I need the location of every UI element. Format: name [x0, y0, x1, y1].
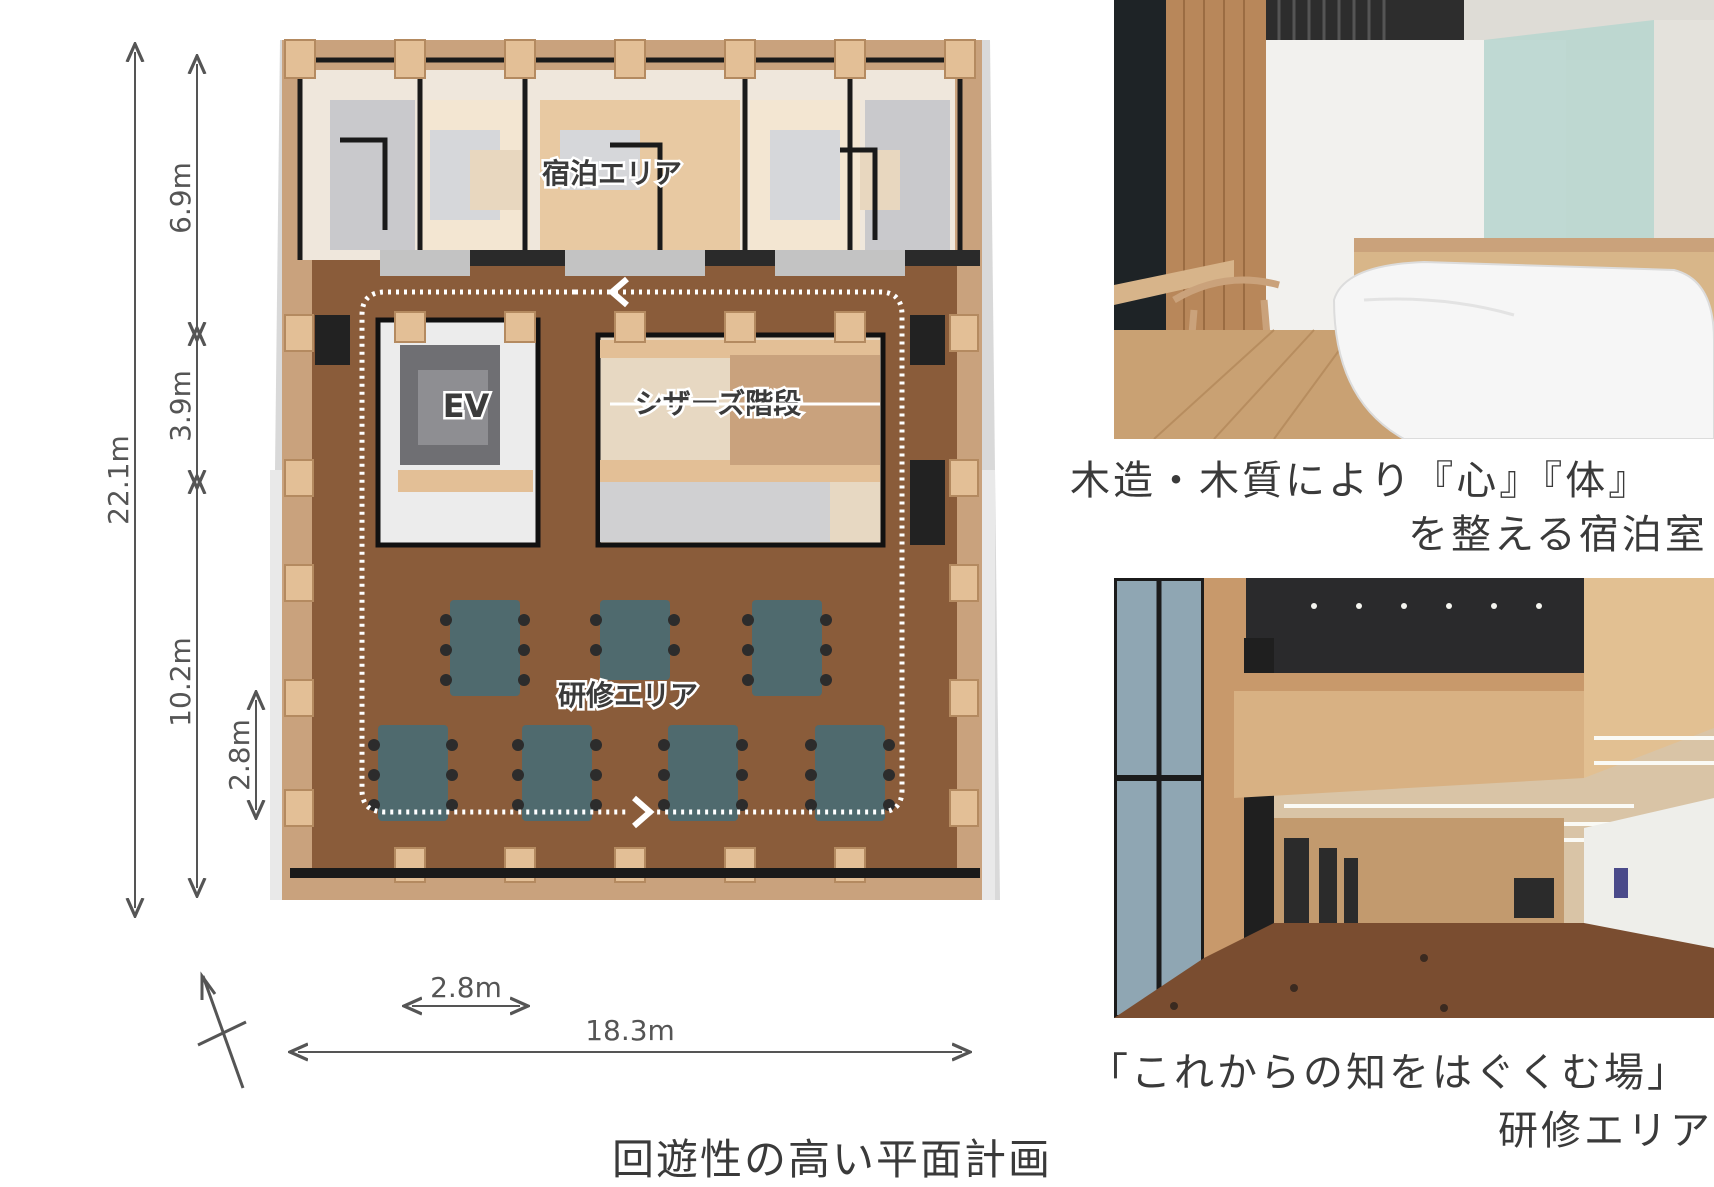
total-width-label: 18.3m	[585, 1014, 675, 1047]
flow-arrow-right-icon	[632, 795, 655, 829]
plan-caption: 回遊性の高い平面計画	[612, 1135, 1053, 1184]
training-area-label: 研修エリア	[558, 679, 698, 712]
table	[668, 725, 738, 821]
lodging-room-caption-line1: 木造・木質により『心』『体』	[1070, 458, 1652, 504]
table	[815, 725, 885, 821]
lodging-room-photo	[1114, 0, 1714, 439]
lodging-area-label: 宿泊エリア	[542, 157, 682, 190]
core-block	[315, 315, 945, 548]
table	[378, 725, 448, 821]
circulation-path	[359, 276, 905, 829]
training-hall-photo	[1114, 578, 1714, 1018]
flow-arrow-left-icon	[607, 276, 629, 308]
total-height-label: 22.1m	[102, 435, 135, 525]
table	[752, 600, 822, 696]
table	[450, 600, 520, 696]
elevator-label: EV	[443, 387, 490, 425]
lodging-depth-label: 6.9m	[164, 162, 197, 234]
core-depth-label: 3.9m	[164, 370, 197, 442]
lodging-room-caption-line2: を整える宿泊室	[1408, 512, 1708, 558]
bay-width-label: 2.8m	[430, 971, 502, 1004]
training-hall-caption-line2: 研修エリア	[1498, 1108, 1713, 1154]
table	[600, 600, 670, 680]
floor-plan: 宿泊エリア EV シザーズ階段 研修エリア 22.1m 6.9m 3.9m 10…	[102, 39, 1000, 1089]
training-depth-label: 10.2m	[164, 637, 197, 727]
training-hall-caption-line1: 「これからの知をはぐくむ場」	[1088, 1050, 1690, 1096]
lodging-area	[284, 39, 980, 276]
north-arrow-icon	[197, 971, 247, 1089]
training-tables	[368, 600, 895, 821]
bay-height-label: 2.8m	[223, 719, 256, 791]
table	[522, 725, 592, 821]
